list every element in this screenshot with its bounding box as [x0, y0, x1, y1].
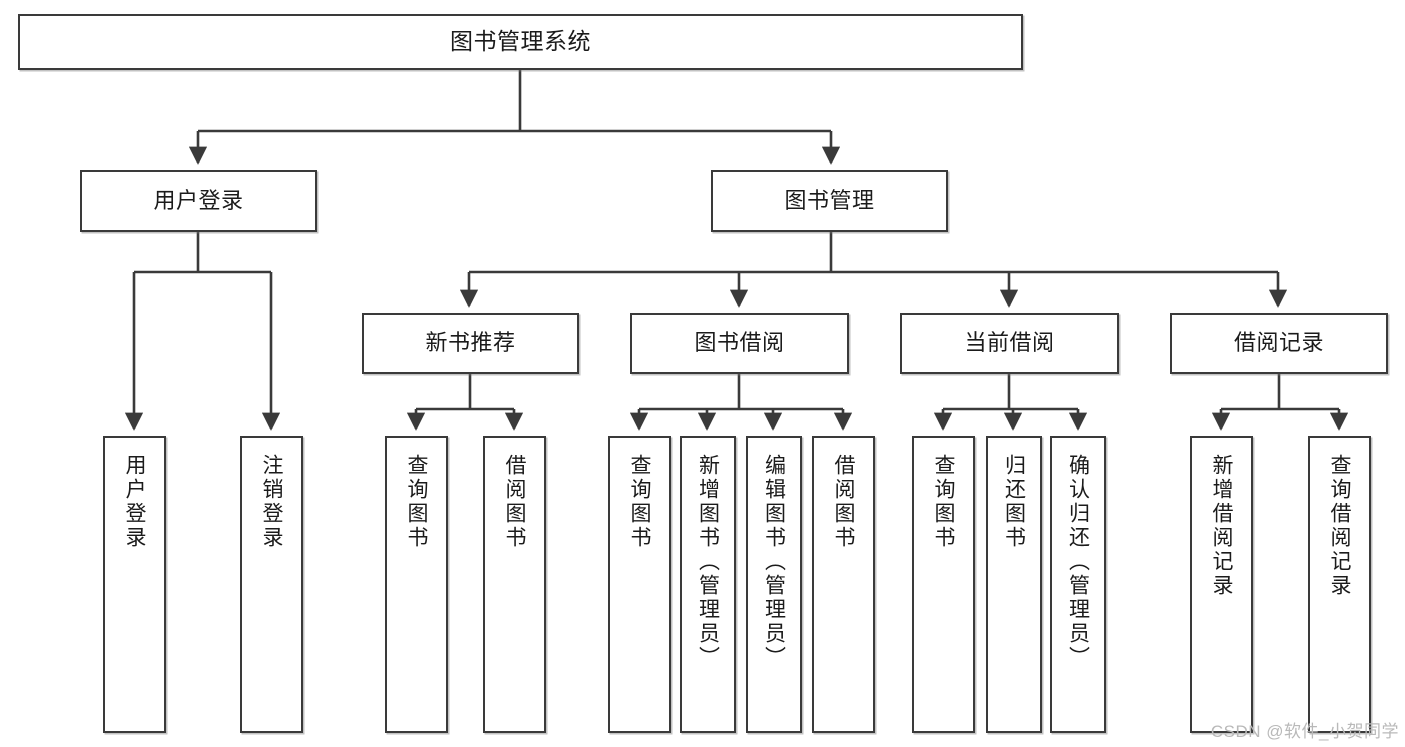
- leaf-query-books-borrow[interactable]: 查询图书: [608, 436, 671, 733]
- node-label: 图书借阅: [694, 330, 785, 356]
- node-label: 确认归还（管理员）: [1066, 454, 1090, 670]
- node-label: 编辑图书（管理员）: [762, 454, 786, 670]
- node-label: 借阅记录: [1233, 330, 1324, 356]
- leaf-add-book-admin[interactable]: 新增图书（管理员）: [680, 436, 736, 733]
- leaf-query-books-current[interactable]: 查询图书: [912, 436, 975, 733]
- node-book-borrow[interactable]: 图书借阅: [630, 313, 849, 374]
- node-label: 新增借阅记录: [1210, 454, 1233, 598]
- node-root-system[interactable]: 图书管理系统: [18, 14, 1023, 70]
- leaf-borrow-books-recommend[interactable]: 借阅图书: [483, 436, 546, 733]
- node-user-login[interactable]: 用户登录: [80, 170, 317, 232]
- leaf-query-borrow-record[interactable]: 查询借阅记录: [1308, 436, 1371, 733]
- leaf-logout[interactable]: 注销登录: [240, 436, 303, 733]
- node-label: 借阅图书: [503, 454, 526, 550]
- node-label: 图书管理系统: [450, 28, 591, 55]
- node-label: 查询图书: [932, 454, 955, 550]
- node-label: 注销登录: [260, 454, 283, 550]
- node-new-book-recommend[interactable]: 新书推荐: [362, 313, 579, 374]
- node-book-management[interactable]: 图书管理: [711, 170, 948, 232]
- node-label: 查询图书: [405, 454, 428, 550]
- node-label: 当前借阅: [964, 330, 1055, 356]
- leaf-confirm-return-admin[interactable]: 确认归还（管理员）: [1050, 436, 1106, 733]
- node-label: 借阅图书: [832, 454, 855, 550]
- leaf-edit-book-admin[interactable]: 编辑图书（管理员）: [746, 436, 802, 733]
- node-label: 查询借阅记录: [1328, 454, 1351, 598]
- watermark: CSDN @软件_小贺同学: [1210, 722, 1399, 741]
- leaf-borrow-books[interactable]: 借阅图书: [812, 436, 875, 733]
- leaf-return-books[interactable]: 归还图书: [986, 436, 1042, 733]
- leaf-query-books-recommend[interactable]: 查询图书: [385, 436, 448, 733]
- node-label: 新增图书（管理员）: [696, 454, 720, 670]
- leaf-user-login[interactable]: 用户登录: [103, 436, 166, 733]
- node-label: 用户登录: [123, 454, 146, 550]
- node-label: 图书管理: [784, 187, 875, 213]
- node-current-borrow[interactable]: 当前借阅: [900, 313, 1119, 374]
- node-label: 新书推荐: [425, 330, 516, 356]
- node-borrow-records[interactable]: 借阅记录: [1170, 313, 1388, 374]
- node-label: 查询图书: [628, 454, 651, 550]
- leaf-add-borrow-record[interactable]: 新增借阅记录: [1190, 436, 1253, 733]
- node-label: 用户登录: [153, 187, 244, 213]
- node-label: 归还图书: [1002, 454, 1026, 550]
